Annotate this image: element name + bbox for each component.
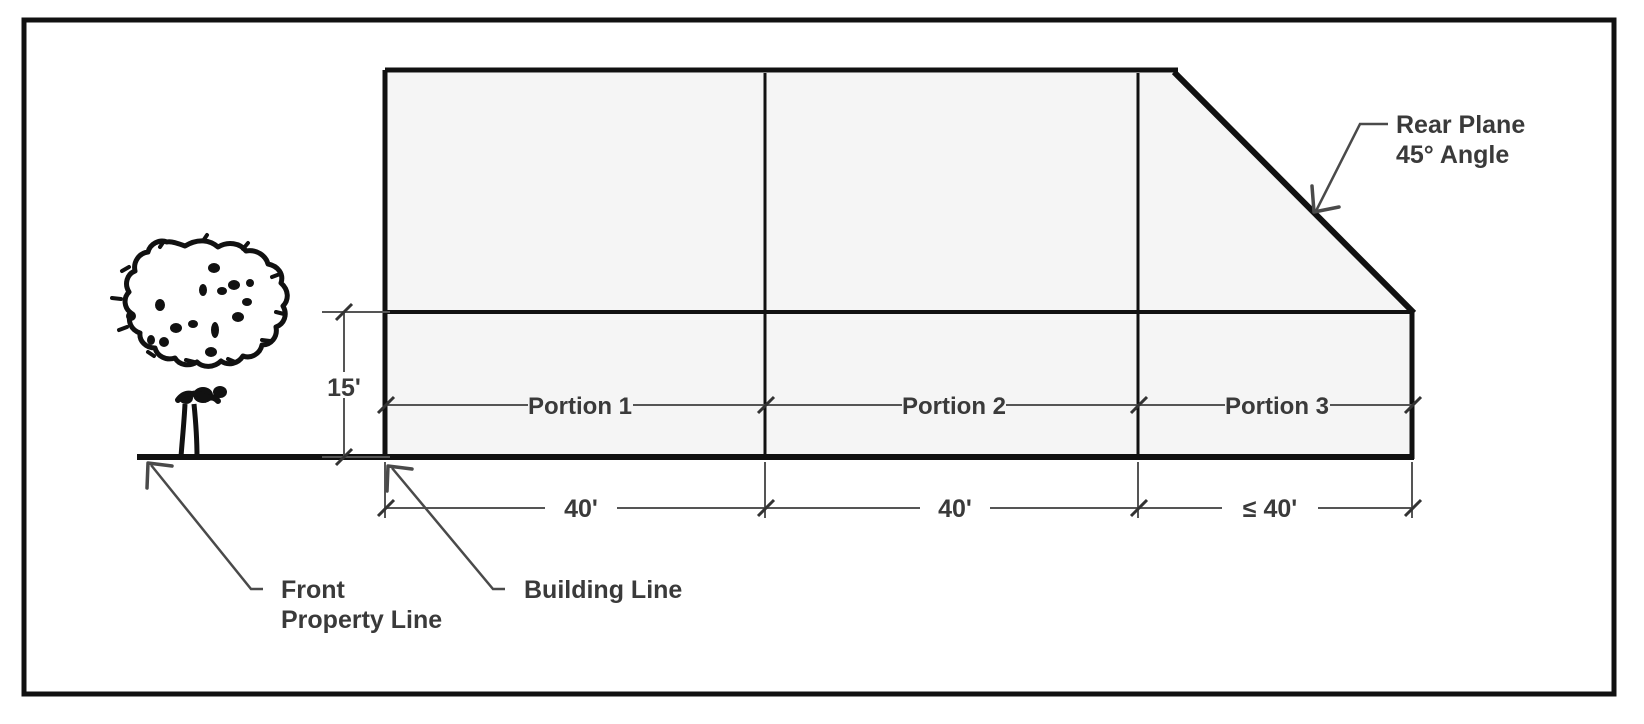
front-property-label-line2: Property Line <box>281 606 442 634</box>
building-envelope-fill <box>385 73 1412 457</box>
diagram-frame <box>21 17 1617 697</box>
rear-plane-arrowhead <box>1310 184 1341 214</box>
front-property-leader-line <box>150 464 263 591</box>
building-line-leader-line <box>391 467 505 591</box>
building-line-label: Building Line <box>524 576 682 604</box>
front-property-arrowhead <box>145 461 174 490</box>
portion-tick-3 <box>1403 395 1423 415</box>
bottom-tick-3 <box>1403 498 1423 518</box>
height-tick-bottom <box>334 447 354 467</box>
bottom-dimension-row: 40' 40' ≤ 40' <box>376 462 1423 523</box>
rear-plane-label-line1: Rear Plane <box>1396 111 1525 139</box>
front-property-line-callout: Front Property Line <box>145 461 442 634</box>
rear-plane-label-line2: 45° Angle <box>1396 141 1509 169</box>
portion-dimension-row: Portion 1 Portion 2 Portion 3 <box>376 393 1423 420</box>
height-tick-top <box>334 302 354 322</box>
dimension-1-label: 40' <box>564 495 598 523</box>
building-line-callout: Building Line <box>385 464 682 604</box>
portion-tick-1 <box>756 395 776 415</box>
height-dimension-15ft: 15' <box>322 302 390 467</box>
rear-plane-callout: Rear Plane 45° Angle <box>1310 111 1525 214</box>
portion-3-label: Portion 3 <box>1225 393 1329 420</box>
diagram-frame-inner-highlight <box>27 23 1611 691</box>
rear-plane-45-degree-line <box>1171 69 1417 316</box>
tree-illustration <box>110 233 290 458</box>
portion-2-label: Portion 2 <box>902 393 1006 420</box>
building-line-arrowhead <box>385 464 414 493</box>
height-dimension-label: 15' <box>327 374 361 402</box>
dimension-3-label: ≤ 40' <box>1243 495 1297 523</box>
front-property-label-line1: Front <box>281 576 346 604</box>
portion-tick-0 <box>376 395 396 415</box>
dimension-2-label: 40' <box>938 495 972 523</box>
bottom-tick-1 <box>756 498 776 518</box>
bottom-tick-2 <box>1129 498 1149 518</box>
portion-1-label: Portion 1 <box>528 393 632 420</box>
bottom-tick-0 <box>376 498 396 518</box>
rear-plane-leader-line <box>1314 122 1388 212</box>
portion-tick-2 <box>1129 395 1149 415</box>
